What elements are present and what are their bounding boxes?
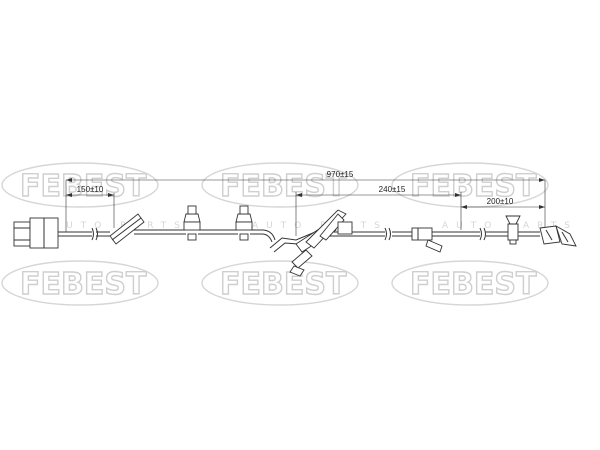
- watermark-bottom-center: FEBEST: [201, 260, 359, 306]
- watermark-tagline-text: AUTO PARTS: [252, 221, 388, 231]
- watermark-bottom-left: FEBEST: [1, 260, 159, 306]
- watermark-brand-text: FEBEST: [220, 169, 347, 204]
- small-bracket: [411, 227, 443, 253]
- watermark-brand-text: FEBEST: [20, 267, 147, 302]
- watermark-top-right: FEBEST AUTO PARTS: [391, 162, 578, 231]
- watermark-group: FEBEST AUTO PARTS FEBEST AUTO PARTS FEBE…: [1, 162, 578, 306]
- watermark-tagline-text: AUTO PARTS: [442, 221, 578, 231]
- push-clip-1: [183, 205, 201, 241]
- dimension-right-end-label: 200±10: [487, 197, 514, 206]
- dimension-middle-span: 240±15: [295, 185, 462, 236]
- push-clip-right: [505, 215, 521, 245]
- watermark-brand-text: FEBEST: [220, 267, 347, 302]
- watermark-brand-text: FEBEST: [20, 169, 147, 204]
- dimension-left-clip-label: 150±10: [77, 185, 104, 194]
- watermark-bottom-right: FEBEST: [391, 260, 549, 306]
- dimension-overall-label: 970±15: [327, 170, 354, 179]
- sensor-head: [539, 225, 577, 247]
- watermark-brand-text: FEBEST: [410, 169, 537, 204]
- dimension-left-clip: 150±10: [66, 185, 115, 228]
- watermark-brand-text: FEBEST: [410, 267, 537, 302]
- watermark-tagline-text: AUTO PARTS: [52, 221, 188, 231]
- sensor-wire: [58, 227, 540, 243]
- dimension-middle-span-label: 240±15: [379, 185, 406, 194]
- watermark-top-left: FEBEST AUTO PARTS: [1, 162, 188, 231]
- push-clip-2: [235, 205, 253, 241]
- mounting-bracket: [269, 209, 353, 277]
- watermark-top-center: FEBEST AUTO PARTS: [201, 162, 388, 231]
- dimension-lines: 970±15 150±10 240±15 200±10: [65, 170, 546, 236]
- dimension-overall: 970±15: [65, 170, 546, 232]
- angled-clip-left: [109, 213, 145, 245]
- electrical-connector: [13, 217, 59, 249]
- dimension-right-end: 200±10: [461, 197, 545, 209]
